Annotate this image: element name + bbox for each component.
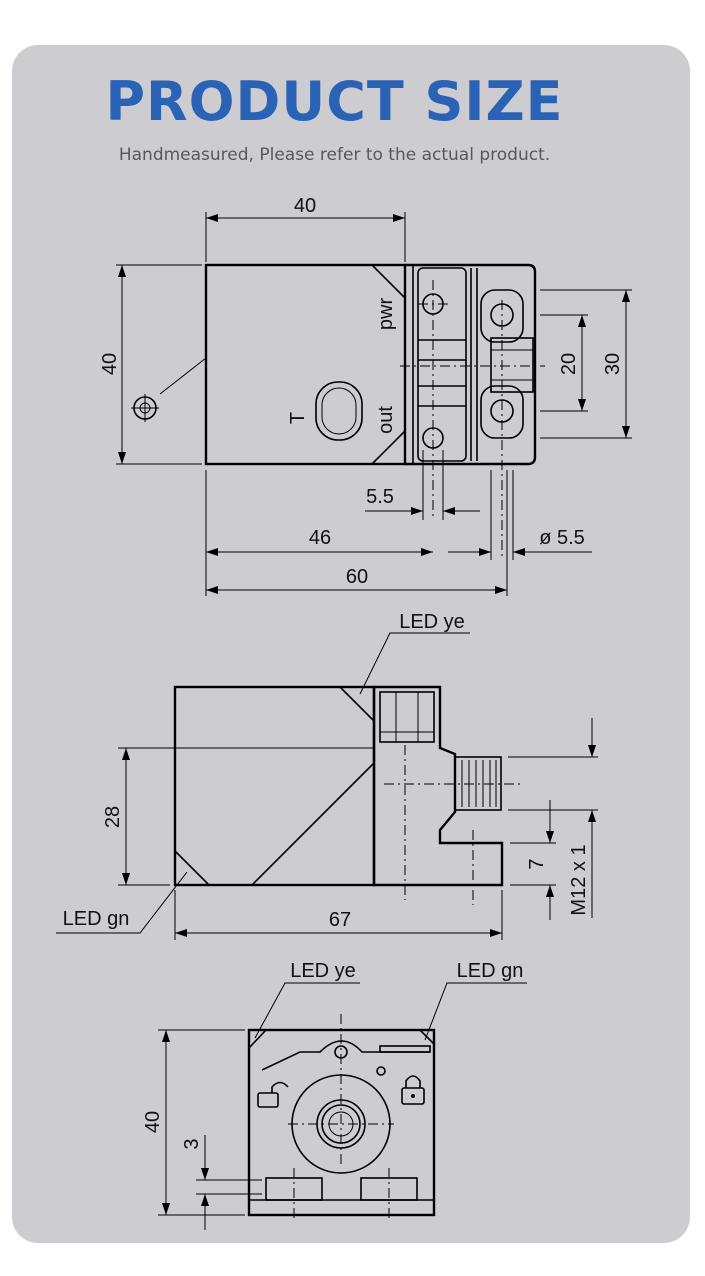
top-view-dim-height: 40 [99,353,121,375]
page-subtitle: Handmeasured, Please refer to the actual… [118,145,551,165]
unlock-icon [257,1081,289,1108]
side-view-led-ye-label: LED ye [399,611,465,633]
side-view: 28 67 7 M12 x 1 LED ye LED gn [56,611,598,940]
label-t: T [287,412,309,424]
side-view-dim-thread: M12 x 1 [568,844,590,915]
top-view-dim-20: 20 [558,353,580,375]
side-view-dim-7: 7 [526,858,548,869]
side-view-connector [372,685,504,887]
top-view-dim-30: 30 [602,353,624,375]
front-view: 40 3 LED ye LED gn [142,960,527,1230]
side-view-dim-28: 28 [102,806,124,828]
top-view-dim-46: 46 [309,527,331,549]
top-view-dim-hole: ø 5.5 [539,527,585,549]
potentiometer-icon [315,381,363,441]
side-view-dim-67: 67 [329,909,351,931]
top-view: 40 40 20 30 5.5 46 [99,195,632,596]
front-view-dim-3: 3 [181,1138,203,1149]
top-view-body [204,263,407,466]
front-view-led-ye-label: LED ye [290,960,356,982]
top-view-dim-5-5: 5.5 [366,486,394,508]
side-view-led-gn-label: LED gn [63,908,130,930]
front-view-dim-40: 40 [142,1111,164,1133]
top-view-dim-width: 40 [294,195,316,217]
label-pwr: pwr [375,298,397,331]
front-view-led-gn-label: LED gn [457,960,524,982]
label-out: out [375,406,397,434]
top-view-dim-60: 60 [346,566,368,588]
top-view-connector-housing [405,263,537,466]
side-view-body [173,685,376,887]
page-title: PRODUCT SIZE [105,70,564,133]
lock-icon [401,1075,425,1105]
